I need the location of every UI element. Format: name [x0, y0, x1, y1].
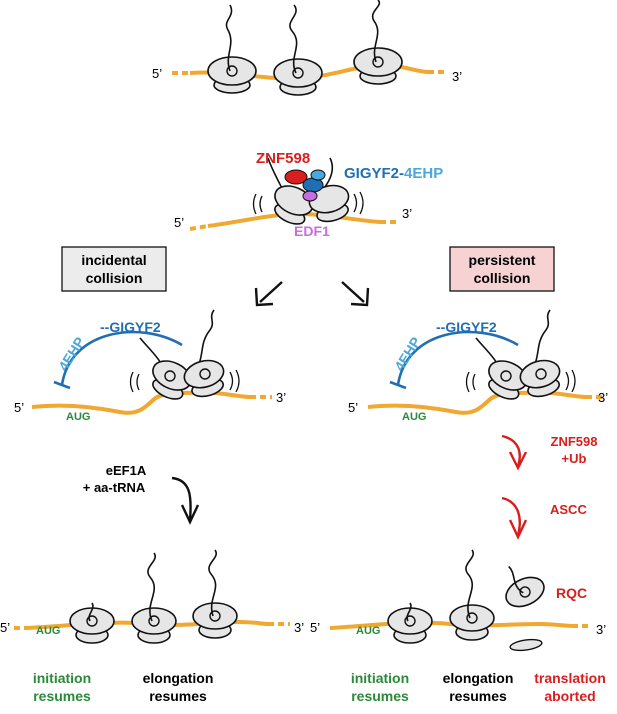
resumes-label: resumes [449, 688, 507, 704]
elongation-label: elongation [143, 670, 214, 686]
ribosome [69, 602, 115, 644]
znf598-protein [284, 169, 308, 185]
five-prime-label: 5’ [310, 620, 320, 635]
persistent-collision-box: persistent collision [449, 246, 555, 292]
three-prime-label: 3’ [452, 69, 462, 84]
mrna-strand [560, 392, 587, 399]
ribosome [192, 549, 238, 639]
edf1-label: EDF1 [294, 223, 330, 239]
three-prime-label: 3’ [276, 390, 286, 405]
rqc-label: RQC [556, 585, 587, 601]
left-inhibition-panel: 4EHP --GIGYF2 5’ AUG 3’ [14, 309, 286, 423]
five-prime-label: 5’ [0, 620, 10, 635]
small-subunit-fragment [509, 638, 543, 652]
fourehp-gigyf2-label: 4EHP [55, 334, 88, 373]
fourehp-gigyf2-label-b: --GIGYF2 [436, 319, 497, 335]
aug-label: AUG [356, 625, 380, 637]
ribosome [449, 549, 495, 641]
five-prime-label: 5’ [348, 400, 358, 415]
gigyf2-4ehp-label: GIGYF2-4EHP [344, 165, 443, 182]
mrna-strand [189, 224, 209, 231]
mrna-strand [224, 392, 251, 399]
mrna-strand [367, 390, 562, 415]
branch-arrow-right [341, 281, 370, 307]
ribosome [488, 360, 528, 400]
five-prime-label: 5’ [174, 215, 184, 230]
ribosome [183, 359, 225, 398]
ascc-arrow: ASCC [501, 496, 587, 540]
aug-label: AUG [66, 411, 90, 423]
three-prime-label: 3’ [596, 622, 606, 637]
edf1-protein [302, 190, 318, 202]
ub-label: +Ub [562, 451, 587, 466]
initiation-label: initiation [33, 670, 91, 686]
znf598-ub-label: ZNF598 [551, 434, 598, 449]
ribosome [387, 602, 433, 644]
three-prime-label: 3’ [598, 390, 608, 405]
elongation-label: elongation [443, 670, 514, 686]
resumes-label: resumes [33, 688, 91, 704]
aug-label: AUG [36, 625, 60, 637]
ribosome [131, 552, 177, 644]
aa-trna-label: + aa-tRNA [83, 480, 146, 495]
resumes-label: resumes [351, 688, 409, 704]
translation-label: translation [534, 670, 606, 686]
ribosome [273, 4, 323, 96]
aborted-label: aborted [544, 688, 595, 704]
bottom-left-panel: 5’ AUG 3’ initiation resumes elongation … [0, 549, 304, 704]
znf598-label: ZNF598 [256, 150, 310, 167]
right-inhibition-panel: 4EHP --GIGYF2 5’ AUG 3’ [348, 309, 608, 423]
ribosome [519, 359, 561, 398]
collision-label: collision [474, 270, 531, 286]
mrna-strand [31, 390, 226, 415]
fourehp-gigyf2-label-b: --GIGYF2 [100, 319, 161, 335]
ribosome [152, 360, 192, 400]
top-mrna-panel: 5’ 3’ [152, 0, 462, 96]
fourehp-gigyf2-label: 4EHP [391, 334, 424, 373]
branch-arrow-left [254, 281, 283, 307]
bottom-right-panel: RQC 5’ AUG 3’ initiation resumes elongat… [310, 549, 606, 704]
dissociated-ribosome [505, 565, 545, 608]
ribosome [308, 184, 350, 223]
incidental-collision-box: incidental collision [61, 246, 167, 292]
znf598-ub-arrow: ZNF598 +Ub [501, 434, 598, 471]
incidental-label: incidental [81, 252, 146, 268]
three-prime-label: 3’ [402, 206, 412, 221]
persistent-label: persistent [469, 252, 536, 268]
collision-label: collision [86, 270, 143, 286]
eef1a-arrow: eEF1A + aa-tRNA [83, 463, 200, 525]
ribosome [274, 185, 314, 225]
ribosome [353, 0, 403, 85]
eef1a-label: eEF1A [106, 463, 147, 478]
resumes-label: resumes [149, 688, 207, 704]
ribosome [207, 4, 257, 94]
ascc-label: ASCC [550, 502, 587, 517]
aug-label: AUG [402, 411, 426, 423]
five-prime-label: 5’ [152, 66, 162, 81]
fourehp-protein [310, 169, 326, 181]
three-prime-label: 3’ [294, 620, 304, 635]
collided-disome-panel: ZNF598 GIGYF2-4EHP EDF1 5’ 3’ [174, 150, 443, 239]
initiation-label: initiation [351, 670, 409, 686]
five-prime-label: 5’ [14, 400, 24, 415]
